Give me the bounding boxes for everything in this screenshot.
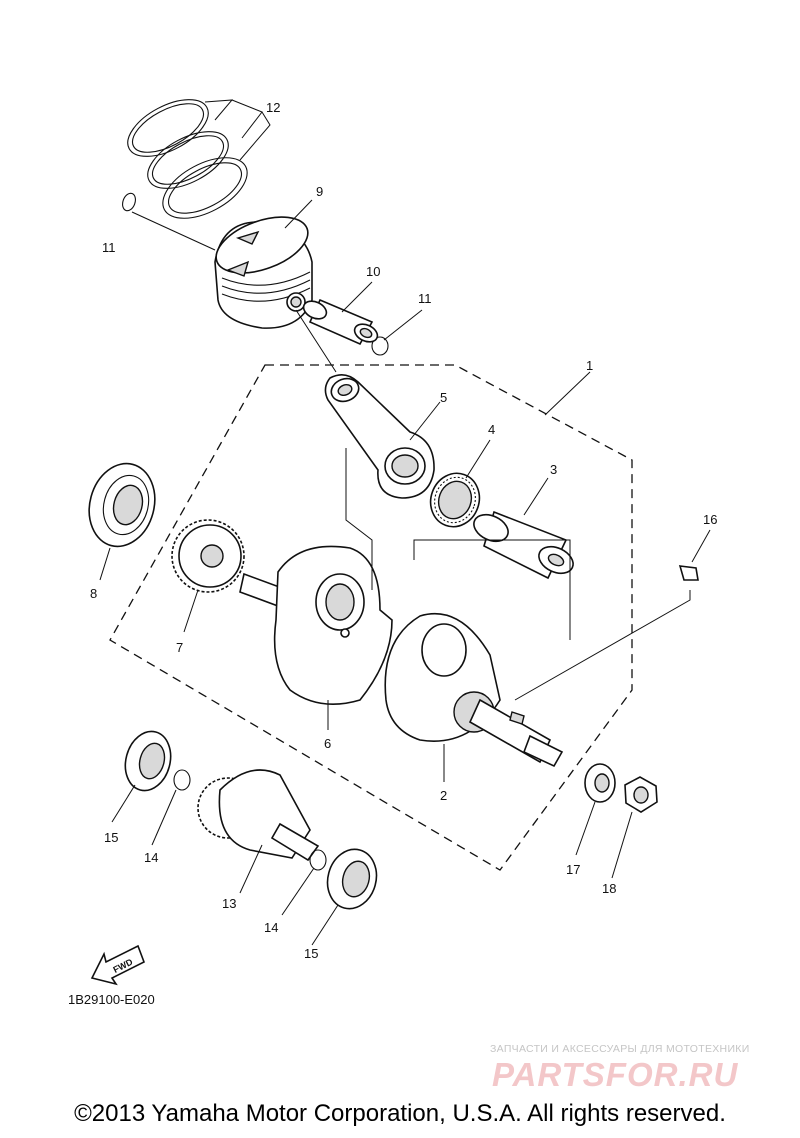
callout-12: 12 (266, 100, 280, 115)
crank-pin (473, 510, 574, 580)
circlip-lower (371, 336, 389, 356)
callout-16: 16 (703, 512, 717, 527)
callout-11-upper: 11 (102, 240, 116, 255)
callout-18: 18 (602, 881, 616, 896)
leader-lines (99, 99, 711, 946)
watermark-subtitle: ЗАПЧАСТИ И АКСЕССУАРЫ ДЛЯ МОТОТЕХНИКИ (490, 1043, 750, 1055)
circlip-upper (122, 192, 136, 212)
assembly-boundary-dashed (109, 364, 633, 871)
callout-5: 5 (440, 390, 447, 405)
callout-4: 4 (488, 422, 495, 437)
callout-numbers: 12 9 11 10 11 1 5 4 3 16 8 7 6 2 15 14 1… (90, 100, 717, 961)
copyright-notice: ©2013 Yamaha Motor Corporation, U.S.A. A… (74, 1100, 726, 1127)
balancer-bearing-right (326, 848, 378, 910)
circlip-14-upper (173, 769, 191, 791)
callout-3: 3 (550, 462, 557, 477)
callout-15-upper: 15 (104, 830, 118, 845)
callout-7: 7 (176, 640, 183, 655)
diagram-code: 1B29100-E020 (68, 992, 155, 1007)
connecting-rod (324, 374, 435, 499)
callout-13: 13 (222, 896, 236, 911)
watermark-logo: PARTSFOR.RU (492, 1056, 739, 1093)
callout-10: 10 (366, 264, 380, 279)
crankshaft-left-half (239, 545, 393, 706)
callout-8: 8 (90, 586, 97, 601)
fwd-arrow-icon: FWD (90, 944, 146, 986)
callout-9: 9 (316, 184, 323, 199)
callout-14-upper: 14 (144, 850, 158, 865)
needle-bearing (429, 472, 481, 528)
woodruff-key (678, 565, 699, 581)
washer (584, 763, 616, 803)
circlip-14-lower (309, 849, 327, 871)
crankshaft-right-half (384, 612, 564, 768)
callout-15-lower: 15 (304, 946, 318, 961)
piston-pin (302, 298, 379, 346)
callout-1: 1 (586, 358, 593, 373)
piston (214, 216, 313, 329)
callout-17: 17 (566, 862, 580, 877)
callout-11-lower: 11 (418, 291, 432, 306)
callout-14-lower: 14 (264, 920, 278, 935)
piston-rings (127, 99, 248, 219)
balancer-shaft (197, 769, 320, 862)
nut (624, 776, 658, 813)
callout-6: 6 (324, 736, 331, 751)
callout-2: 2 (440, 788, 447, 803)
crank-bearing-left (88, 462, 156, 548)
primary-drive-gear (171, 519, 245, 593)
balancer-bearing-left (124, 730, 172, 792)
